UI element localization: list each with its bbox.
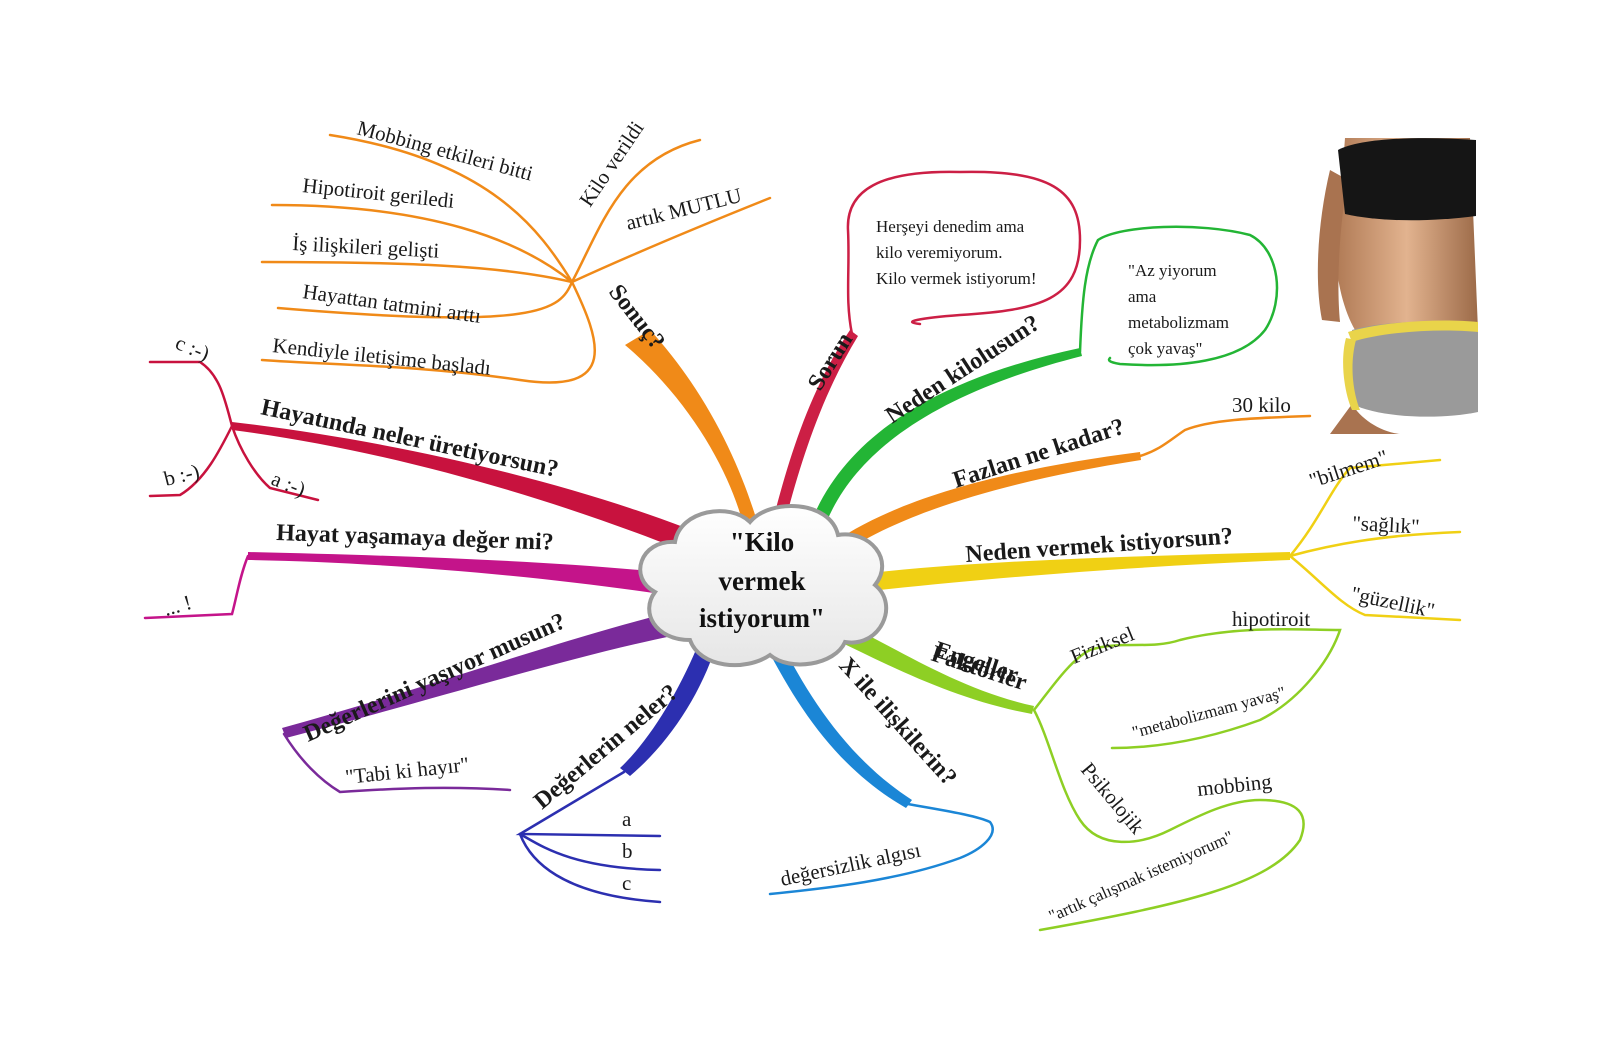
branch-sonuc xyxy=(625,330,756,520)
neden-kilolusun-bubble xyxy=(1078,225,1279,367)
hayatinda-child-b: b :-) xyxy=(161,459,201,491)
degerlerini-yasiyor-child: "Tabi ki hayır" xyxy=(344,752,470,789)
engeller-mobbing: mobbing xyxy=(1196,769,1273,801)
neden-vermek-lines xyxy=(1288,458,1462,622)
branch-degerlerin xyxy=(620,640,716,776)
engeller-lines xyxy=(1032,627,1342,932)
hayatinda-child-c: c :-) xyxy=(172,330,213,365)
x-ile-child: değersizlik algısı xyxy=(778,838,923,891)
central-cloud: "Kilo vermek istiyorum" xyxy=(638,504,889,668)
sorun-bubble xyxy=(846,170,1082,336)
neden-bubble-line-2: ama xyxy=(1128,287,1157,306)
sonuc-child-kendiyle: Kendiyle iletişime başladı xyxy=(271,333,492,380)
branch-hayatinda xyxy=(232,422,686,548)
branch-hayat-yasamaya xyxy=(248,552,660,594)
hayat-yasamaya-line xyxy=(143,554,250,620)
neden-bubble-line-4: çok yavaş" xyxy=(1128,339,1202,358)
branch-sorun xyxy=(774,330,858,518)
neden-vermek-bilmem: "bilmem" xyxy=(1306,445,1391,493)
engeller-psikolojik: Psikolojik xyxy=(1076,758,1149,839)
x-ile-line xyxy=(768,802,994,896)
center-line-1: "Kilo xyxy=(730,527,795,557)
branch-fazlan xyxy=(826,452,1141,558)
center-line-3: istiyorum" xyxy=(699,603,825,633)
sonuc-children-lines xyxy=(260,133,772,384)
sorun-bubble-line-3: Kilo vermek istiyorum! xyxy=(876,269,1037,288)
degerlerin-child-a: a xyxy=(622,807,632,831)
label-hayat-yasamaya: Hayat yaşamaya değer mi? xyxy=(276,520,554,556)
label-sorun: Sorun xyxy=(803,328,858,395)
degerlerin-child-b: b xyxy=(622,839,633,863)
label-fazlan: Fazlan ne kadar? xyxy=(950,414,1128,494)
engeller-metabolizma: "metabolizmam yavaş" xyxy=(1130,683,1287,742)
engeller-fiziksel: Fiziksel xyxy=(1067,621,1138,668)
fazlan-child: 30 kilo xyxy=(1232,393,1291,417)
engeller-hipotiroit: hipotiroit xyxy=(1232,607,1310,631)
neden-bubble-line-1: "Az yiyorum xyxy=(1128,261,1217,280)
degerlerini-yasiyor-line xyxy=(282,732,512,794)
branch-x-ile xyxy=(766,640,912,808)
branch-neden-vermek xyxy=(862,552,1290,592)
center-line-2: vermek xyxy=(719,566,806,596)
neden-vermek-saglik: "sağlık" xyxy=(1352,511,1420,538)
degerlerin-child-c: c xyxy=(622,871,631,895)
fitness-photo xyxy=(1317,138,1478,434)
label-degerlerini-yasiyor: Değerlerini yaşıyor musun? xyxy=(300,608,570,747)
sorun-bubble-line-1: Herşeyi denedim ama xyxy=(876,217,1025,236)
fazlan-line xyxy=(1138,414,1312,458)
branch-engeller xyxy=(832,622,1034,714)
sub-branches xyxy=(143,133,1462,932)
hayatinda-lines xyxy=(148,360,320,502)
sonuc-child-mutlu: artık MUTLU xyxy=(623,183,744,235)
branch-degerlerini-yasiyor xyxy=(282,614,672,738)
label-degerlerin: Değerlerin neler? xyxy=(529,679,683,814)
neden-bubble-line-3: metabolizmam xyxy=(1128,313,1229,332)
label-x-ile: X ile ilişkilerin? xyxy=(834,653,962,791)
sonuc-child-is: İş ilişkileri gelişti xyxy=(292,231,440,263)
sonuc-child-kilo-verildi: Kilo verildi xyxy=(574,116,648,210)
sonuc-child-mobbing: Mobbing etkileri bitti xyxy=(355,116,536,186)
main-branches xyxy=(232,330,1290,808)
degerlerin-lines xyxy=(515,770,662,904)
sorun-bubble-line-2: kilo veremiyorum. xyxy=(876,243,1003,262)
sonuc-child-hayattan: Hayattan tatmini arttı xyxy=(301,279,482,328)
